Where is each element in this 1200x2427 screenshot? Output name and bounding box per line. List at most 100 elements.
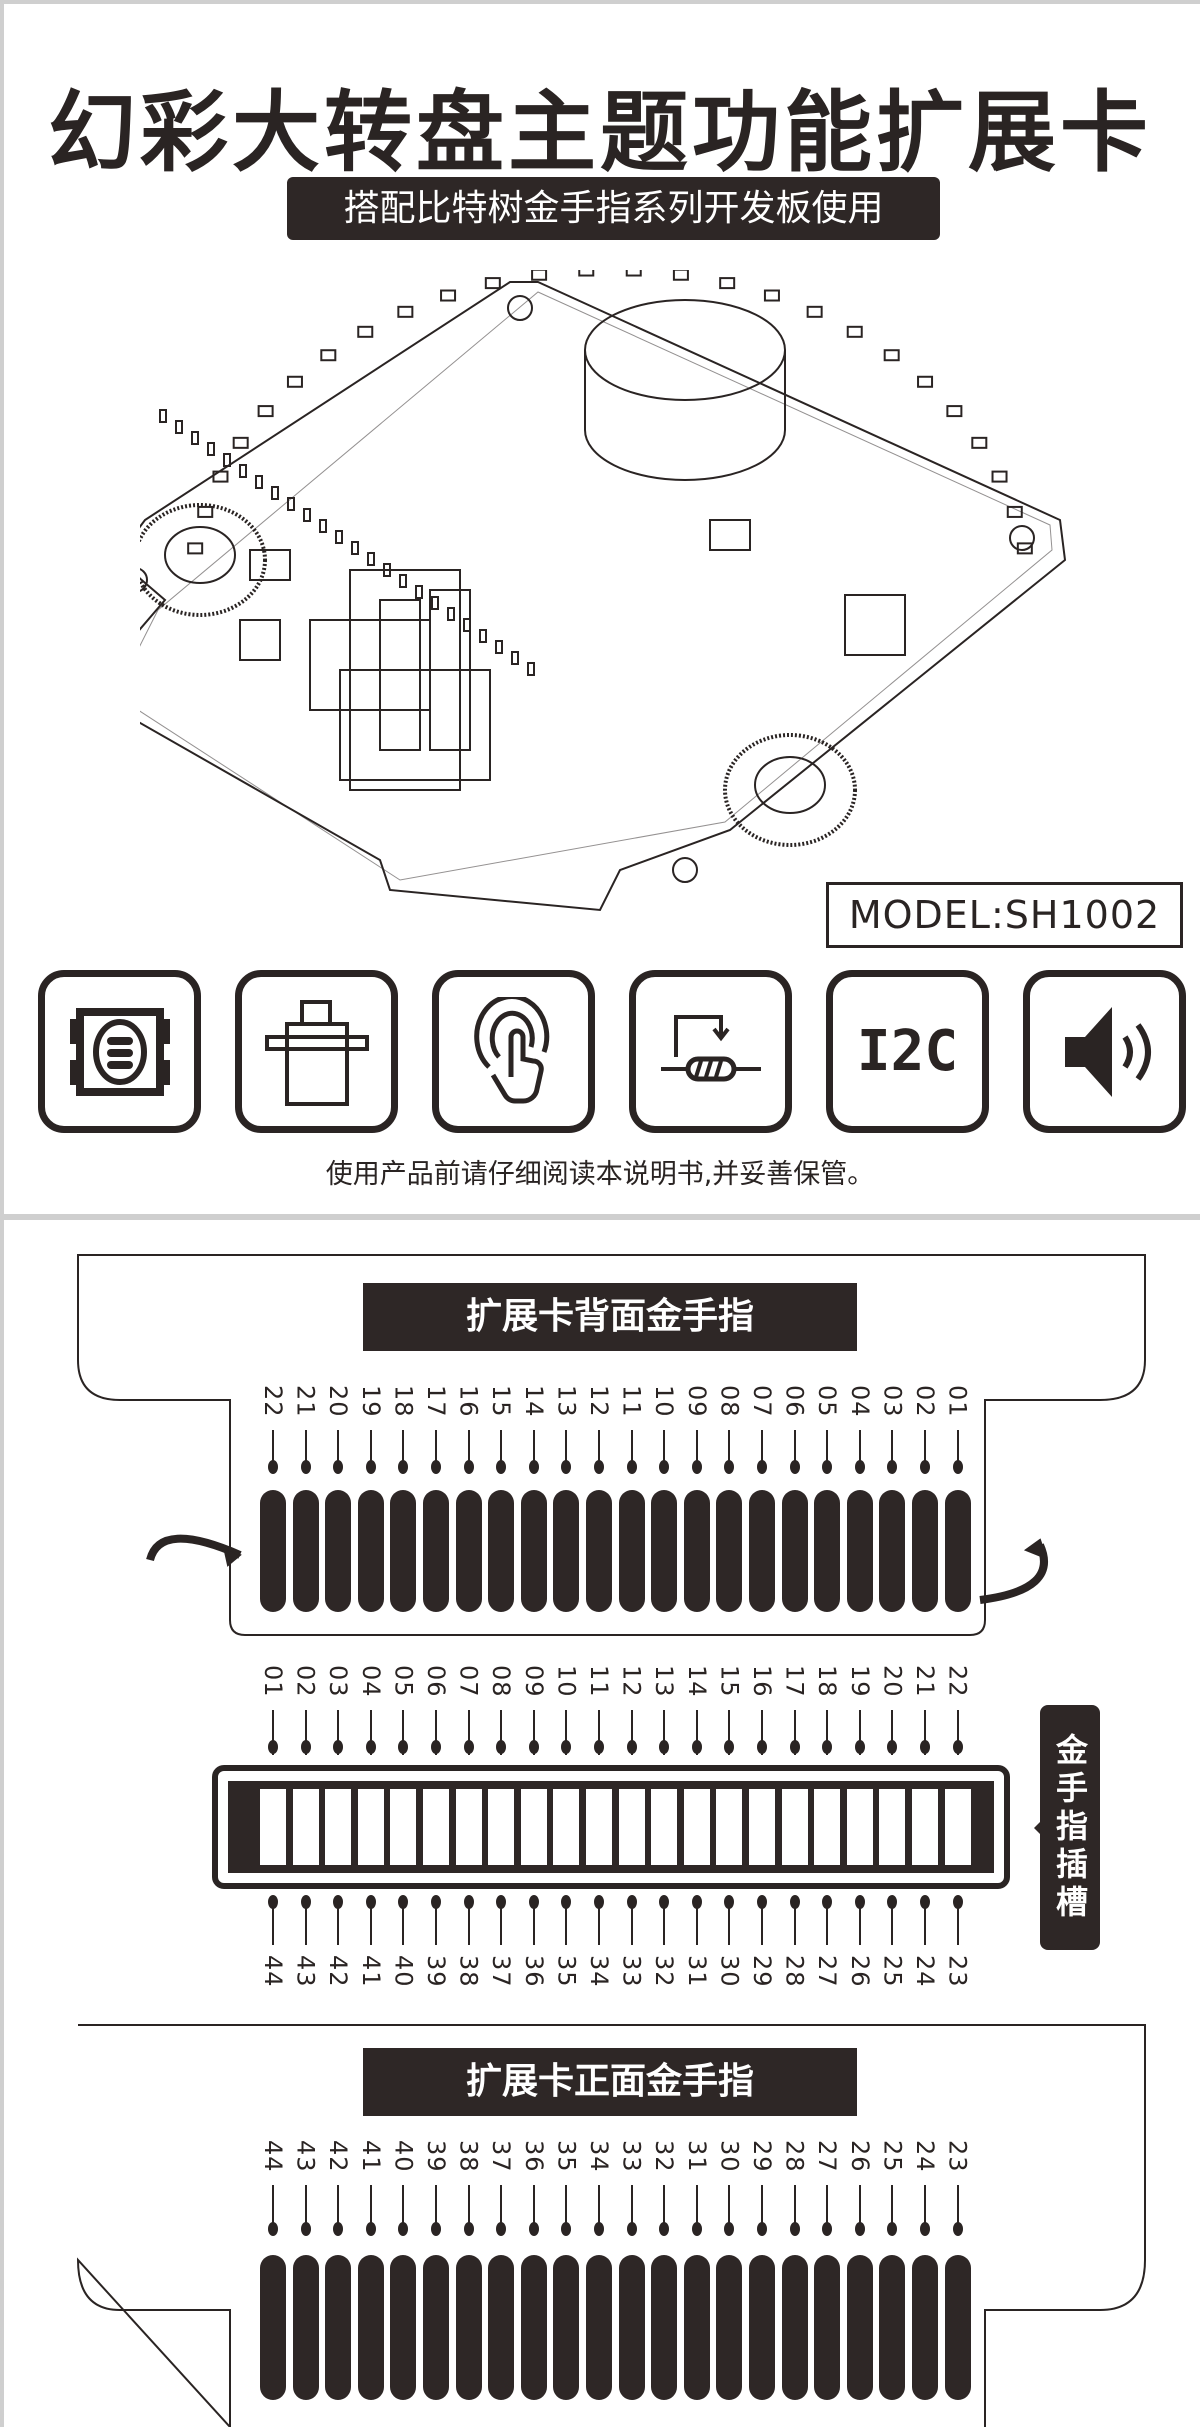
pin-line (565, 1900, 568, 1945)
pin-line (858, 1900, 861, 1945)
pin-number: 25 (878, 1955, 907, 1988)
pin-number: 14 (519, 1385, 548, 1418)
front-fingers-title: 扩展卡正面金手指 (363, 2048, 857, 2116)
pin-line (858, 2185, 861, 2230)
pin-line (598, 1710, 600, 1755)
pin-number: 17 (422, 1385, 450, 1418)
pin-line (826, 2185, 829, 2230)
slot-contact (683, 1827, 710, 1865)
header-pin (447, 607, 455, 621)
pin-number: 34 (585, 1955, 613, 1988)
pin-number: 15 (715, 1665, 744, 1698)
pin-line (369, 1710, 372, 1755)
pin-line (728, 1710, 731, 1755)
gold-finger (781, 2255, 808, 2400)
slot-contact (912, 1827, 938, 1865)
pin-number: 41 (356, 2140, 385, 2173)
slot-contact (618, 1827, 645, 1865)
slot-contact (879, 1789, 906, 1827)
pin-dot (789, 1460, 800, 1474)
pin-dot (561, 2222, 572, 2236)
pin-dot (268, 1460, 278, 1474)
pin-number: 35 (552, 2140, 581, 2173)
bottom-panel (0, 1216, 1200, 2427)
pin-line (467, 1710, 470, 1755)
pin-dot (496, 2222, 507, 2236)
pin-dot (528, 2222, 539, 2236)
led (484, 277, 501, 290)
pin-number: 20 (324, 1385, 353, 1418)
pin-dot (528, 1460, 539, 1474)
pin-line (956, 2185, 959, 2230)
pin-number: 18 (389, 1385, 418, 1418)
slot-contact (814, 1789, 841, 1827)
pin-line (761, 1430, 763, 1465)
gold-finger (488, 1490, 515, 1612)
pin-dot (887, 2222, 898, 2236)
led (672, 270, 689, 281)
led (1016, 542, 1033, 555)
slot-contact (488, 1789, 515, 1827)
pin-number: 02 (291, 1665, 320, 1698)
pin-line (565, 1710, 568, 1755)
header-pin (511, 651, 519, 665)
pin-dot (431, 1740, 441, 1754)
pin-line (728, 2185, 731, 2230)
gold-finger (455, 1490, 482, 1612)
pin-number: 27 (813, 1955, 842, 1988)
slot-contact (260, 1789, 286, 1827)
slot-contact (455, 1827, 482, 1865)
pin-line (272, 1710, 274, 1755)
pin-line (337, 1710, 340, 1755)
pin-line (891, 1710, 894, 1755)
header-pin (463, 618, 471, 632)
pin-number: 06 (780, 1385, 809, 1418)
pin-number: 03 (878, 1385, 907, 1418)
pin-number: 19 (356, 1385, 385, 1418)
pin-number: 31 (682, 2140, 711, 2173)
usage-notice: 使用产品前请仔细阅读本说明书,并妥善保管。 (325, 1159, 875, 1190)
pin-number: 30 (715, 2140, 744, 2173)
pin-line (663, 1710, 666, 1755)
header-pin (239, 464, 247, 478)
pin-dot (398, 2222, 409, 2236)
pin-line (337, 1430, 340, 1465)
pin-dot (365, 1740, 376, 1754)
pin-number: 29 (748, 1955, 776, 1988)
pin-line (924, 1430, 926, 1465)
slot-contact (455, 1789, 482, 1827)
pin-line (891, 1430, 894, 1465)
gold-finger (651, 2255, 678, 2400)
pin-number: 24 (911, 1955, 939, 1988)
pin-number: 42 (324, 2140, 353, 2173)
pin-line (500, 1900, 503, 1945)
pin-line (826, 1900, 829, 1945)
pin-dot (398, 1740, 409, 1754)
pin-dot (854, 1740, 865, 1754)
feature-rgb-led (38, 970, 201, 1133)
pin-dot (920, 1740, 930, 1754)
pin-line (467, 2185, 470, 2230)
pin-line (435, 1900, 437, 1945)
pin-dot (594, 2222, 604, 2236)
pin-line (826, 1430, 829, 1465)
pin-line (500, 1710, 503, 1755)
gold-finger (651, 1490, 678, 1612)
pin-number: 32 (650, 1955, 679, 1988)
pin-dot (398, 1460, 409, 1474)
pin-number: 10 (552, 1665, 581, 1698)
pin-line (858, 1430, 861, 1465)
pin-number: 20 (878, 1665, 907, 1698)
header-pin (431, 596, 439, 610)
pin-line (891, 1900, 894, 1945)
header-pin (367, 552, 375, 566)
slot-contact (357, 1827, 384, 1865)
pin-number: 19 (845, 1665, 874, 1698)
led (187, 542, 204, 555)
pin-number: 07 (748, 1385, 776, 1418)
slot-contact (292, 1827, 319, 1865)
pin-number: 13 (650, 1665, 679, 1698)
led (883, 349, 900, 362)
gold-finger (553, 1490, 580, 1612)
header-pin (527, 662, 535, 676)
